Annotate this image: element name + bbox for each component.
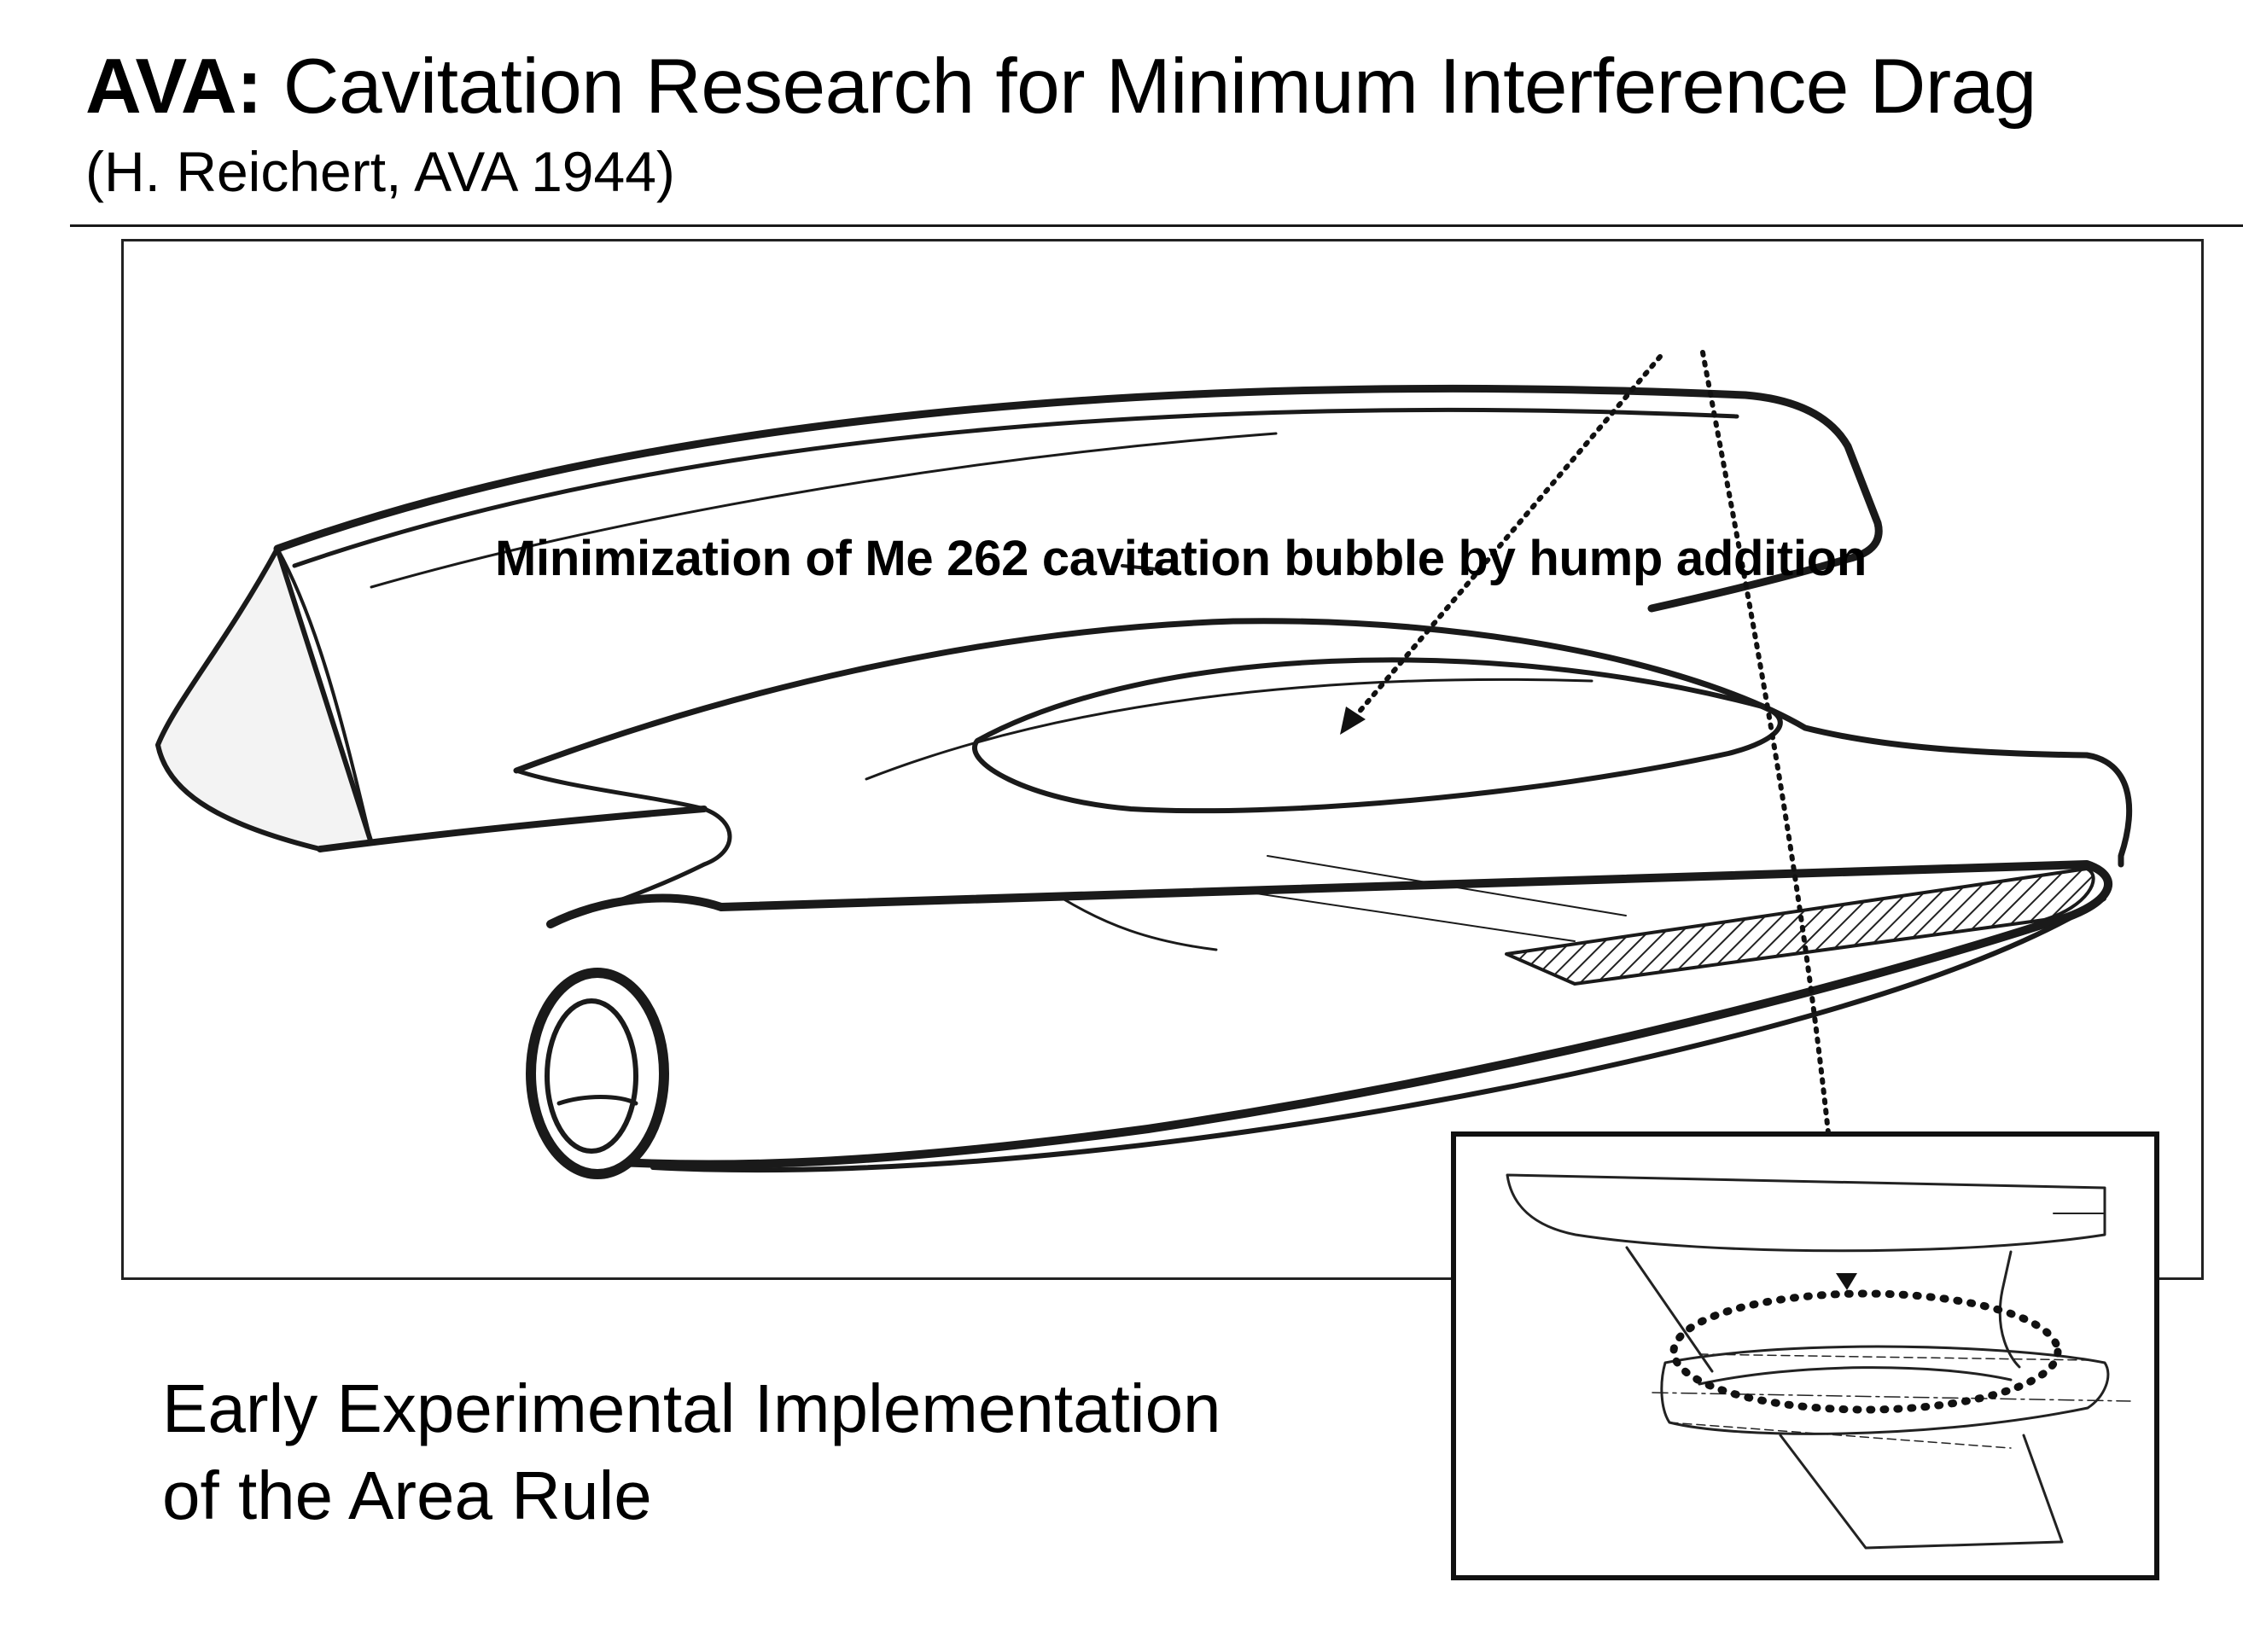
figure-caption: Minimization of Me 262 cavitation bubble…	[495, 531, 1867, 586]
cavitation-bubble	[972, 657, 1783, 814]
title-prefix: AVA:	[85, 44, 262, 130]
inset-pylon-left	[1625, 1246, 1714, 1373]
inset-sketch-frame	[1451, 1131, 2159, 1580]
title-text: Cavitation Research for Minimum Interfer…	[261, 44, 2037, 130]
slide-title: AVA: Cavitation Research for Minimum Int…	[85, 44, 2036, 130]
main-figure-frame: Minimization of Me 262 cavitation bubble…	[121, 239, 2204, 1280]
nacelle-hump-outline	[513, 618, 2133, 868]
annotation-arrows	[1350, 350, 1842, 1255]
wing-lower-edge	[317, 806, 708, 852]
note-line-1: Early Experimental Implementation	[162, 1370, 1221, 1446]
note-line-2: of the Area Rule	[162, 1457, 652, 1533]
inset-pylon-right	[1998, 1250, 2021, 1369]
area-rule-note: Early Experimental Implementation of the…	[162, 1365, 1221, 1539]
inset-bubble-dots	[1669, 1289, 2062, 1414]
wing-nacelle-drawing	[155, 350, 2133, 1255]
wing-leading-edge	[292, 407, 1739, 568]
title-divider	[70, 224, 2243, 227]
arrow-head-bubble	[1340, 707, 1366, 735]
inset-pylon-lower	[1779, 1434, 2064, 1550]
wing-upper-surface	[273, 385, 1883, 613]
nacelle-body	[546, 860, 2112, 1169]
hatched-section	[1505, 867, 2095, 986]
engine-intake	[526, 968, 669, 1179]
wing-tip	[155, 546, 374, 852]
slide-subtitle: (H. Reichert, AVA 1944)	[85, 140, 675, 203]
arrow-head-inset	[1836, 1273, 1857, 1290]
inset-wing	[1506, 1173, 2106, 1253]
inset-hump-sketch	[1506, 1173, 2131, 1550]
